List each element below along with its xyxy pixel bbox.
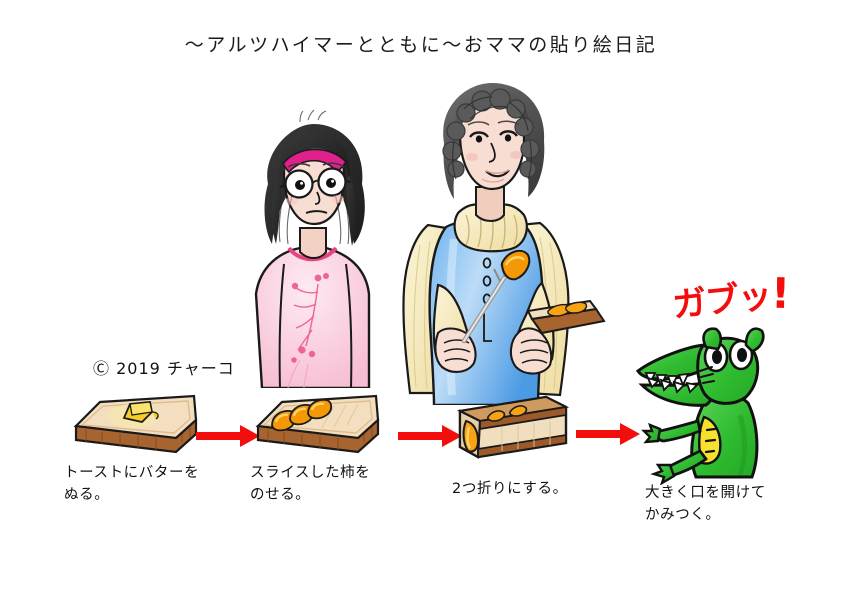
onomatopoeia-gabu: ガブッ! xyxy=(670,266,792,327)
step-caption-2: スライスした柿を のせる。 xyxy=(250,465,371,504)
copyright-notice: Ⓒ 2019 チャーコ xyxy=(93,359,235,378)
figure-young-woman xyxy=(222,88,402,390)
step-illustration-toast-with-butter xyxy=(68,382,208,462)
step-caption-4: 大きく口を開けて かみつく。 xyxy=(645,485,766,524)
step-caption-1: トーストにバターを ぬる。 xyxy=(64,465,200,504)
step-illustration-folded-toast xyxy=(450,385,575,463)
onomatopoeia-text: ガブッ xyxy=(670,275,774,326)
step-arrow-2 xyxy=(398,423,464,449)
step-illustration-toast-with-persimmon xyxy=(250,382,390,462)
figure-crocodile xyxy=(628,325,838,486)
page-title: 〜アルツハイマーとともに〜おママの貼り絵日記 xyxy=(184,34,658,56)
step-arrow-3 xyxy=(576,421,642,447)
exclamation-mark: ! xyxy=(770,268,790,318)
step-caption-3: 2つ折りにする。 xyxy=(452,481,568,497)
figure-elderly-woman xyxy=(390,75,635,407)
step-arrow-1 xyxy=(196,423,262,449)
